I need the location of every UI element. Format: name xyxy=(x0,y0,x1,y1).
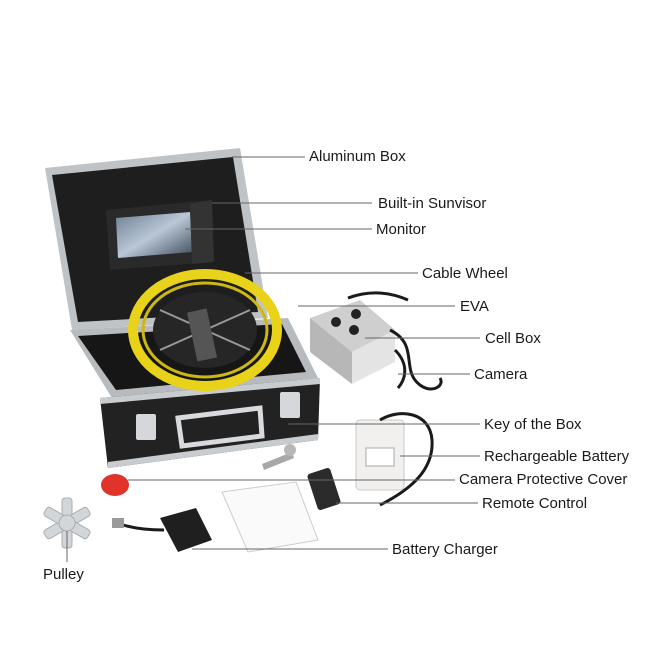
label-cable-wheel: Cable Wheel xyxy=(422,265,508,282)
label-monitor: Monitor xyxy=(376,221,427,238)
label-key: Key of the Box xyxy=(484,416,582,433)
key-of-the-box xyxy=(262,444,296,470)
cell-box xyxy=(310,300,395,384)
pulley xyxy=(43,497,91,549)
label-sunvisor: Built-in Sunvisor xyxy=(378,195,487,212)
monitor xyxy=(106,200,214,270)
label-pulley: Pulley xyxy=(43,566,84,583)
remote-control xyxy=(307,468,341,510)
label-remote: Remote Control xyxy=(482,495,588,512)
label-eva: EVA xyxy=(460,298,489,315)
label-cover: Camera Protective Cover xyxy=(459,471,628,488)
leader-lines xyxy=(66,156,480,562)
label-cell-box: Cell Box xyxy=(485,330,541,347)
manual-booklet xyxy=(221,481,319,553)
camera-cable xyxy=(347,291,443,391)
label-camera: Camera xyxy=(474,366,528,383)
battery-charger xyxy=(112,508,212,552)
rechargeable-battery xyxy=(355,412,434,507)
label-charger: Battery Charger xyxy=(392,541,498,558)
label-battery: Rechargeable Battery xyxy=(484,448,630,465)
label-aluminum-box: Aluminum Box xyxy=(309,148,406,165)
camera-protective-cover xyxy=(101,474,129,496)
cable-wheel xyxy=(128,269,282,391)
